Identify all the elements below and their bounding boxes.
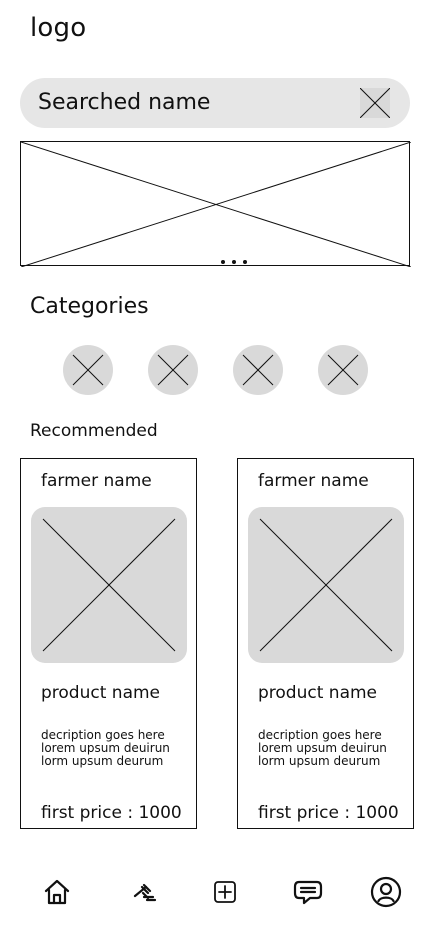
image-placeholder-icon — [327, 354, 359, 386]
description-line: lorm upsum deurum — [258, 754, 381, 768]
category-item[interactable] — [318, 345, 368, 395]
description-line: decription goes here — [258, 728, 382, 742]
description-line: decription goes here — [41, 728, 165, 742]
image-placeholder-icon — [42, 518, 176, 652]
image-placeholder-icon — [72, 354, 104, 386]
app-logo: logo — [30, 13, 87, 43]
product-image — [248, 507, 404, 663]
gavel-icon[interactable] — [123, 872, 163, 912]
banner-image-placeholder — [21, 142, 411, 267]
product-name: product name — [41, 683, 160, 703]
search-input[interactable]: Searched name — [38, 90, 211, 115]
image-placeholder-icon — [242, 354, 274, 386]
image-placeholder-icon[interactable] — [360, 88, 390, 118]
farmer-name: farmer name — [41, 471, 152, 491]
image-placeholder-icon — [157, 354, 189, 386]
product-card[interactable]: farmer name product name decription goes… — [20, 458, 197, 829]
carousel-dot[interactable] — [243, 260, 247, 264]
carousel-dot[interactable] — [232, 260, 236, 264]
product-card[interactable]: farmer name product name decription goes… — [237, 458, 414, 829]
user-icon[interactable] — [366, 872, 406, 912]
category-item[interactable] — [63, 345, 113, 395]
product-price: first price : 1000 — [258, 803, 399, 823]
search-bar[interactable]: Searched name — [20, 78, 410, 128]
product-name: product name — [258, 683, 377, 703]
category-item[interactable] — [148, 345, 198, 395]
product-image — [31, 507, 187, 663]
add-icon[interactable] — [205, 872, 245, 912]
description-line: lorm upsum deurum — [41, 754, 164, 768]
chat-icon[interactable] — [288, 872, 328, 912]
product-price: first price : 1000 — [41, 803, 182, 823]
image-placeholder-icon — [259, 518, 393, 652]
categories-title: Categories — [30, 294, 149, 319]
banner-carousel[interactable] — [20, 141, 411, 267]
farmer-name: farmer name — [258, 471, 369, 491]
home-icon[interactable] — [37, 872, 77, 912]
description-line: lorem upsum deuirun — [41, 741, 170, 755]
recommended-title: Recommended — [30, 421, 158, 441]
carousel-dot[interactable] — [221, 260, 225, 264]
category-item[interactable] — [233, 345, 283, 395]
bottom-navigation — [0, 872, 430, 922]
description-line: lorem upsum deuirun — [258, 741, 387, 755]
categories-row — [63, 345, 368, 395]
product-description: decription goes here lorem upsum deuirun… — [41, 729, 191, 768]
carousel-indicator[interactable] — [217, 259, 251, 265]
product-description: decription goes here lorem upsum deuirun… — [258, 729, 408, 768]
